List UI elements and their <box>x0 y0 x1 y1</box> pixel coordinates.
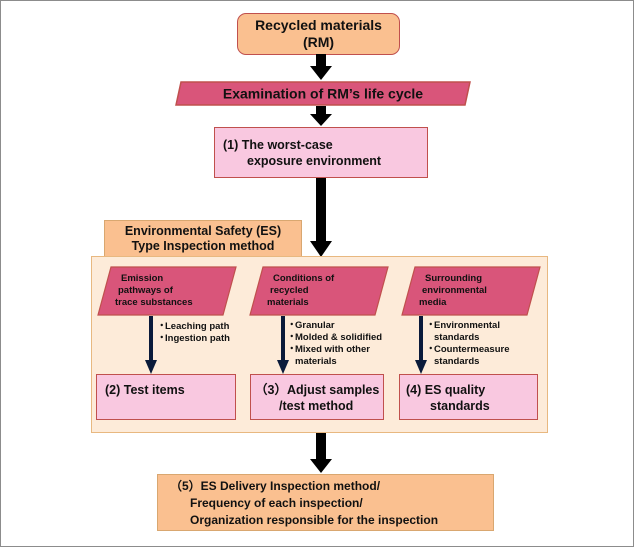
conditions-header-line2: recycled <box>270 285 309 296</box>
delivery-line3: Organization responsible for the inspect… <box>190 513 439 527</box>
adjust-samples-line1: （3）Adjust samples <box>255 383 380 397</box>
es-quality-standards-box: (4) ES quality standards <box>399 374 538 420</box>
bullet-environmental: ・Environmental <box>426 320 500 331</box>
adjust-samples-box: （3）Adjust samples /test method <box>250 374 384 420</box>
es-quality-line2: standards <box>430 399 490 413</box>
worst-case-line1: (1) The worst-case <box>223 138 333 152</box>
emission-header-line2: pathways of <box>118 285 174 296</box>
life-cycle-banner: Examination of RM’s life cycle <box>175 81 471 106</box>
bullets-column3: ・Environmental standards ・Countermeasure… <box>426 320 510 368</box>
conditions-header-line1: Conditions of <box>273 273 335 284</box>
test-items-label: (2) Test items <box>105 383 185 397</box>
bullet-countermeasure: ・Countermeasure <box>426 344 510 355</box>
adjust-samples-line2: /test method <box>279 399 354 413</box>
surrounding-header-line1: Surrounding <box>425 273 482 284</box>
delivery-line1: （5）ES Delivery Inspection method/ <box>170 479 381 493</box>
arrow-worstcase-to-panel <box>310 178 332 257</box>
bullet-countermeasure-cont: standards <box>434 356 480 367</box>
header-conditions-of-materials: Conditions of recycled materials <box>249 266 389 316</box>
arrow-lifecycle-to-worstcase <box>310 106 332 126</box>
bullet-mixed-with-other: ・Mixed with other <box>287 344 370 355</box>
bullet-molded-solidified: ・Molded & solidified <box>287 332 383 343</box>
arrow-column1 <box>145 316 157 374</box>
arrow-rm-to-lifecycle <box>310 54 332 80</box>
bullet-environmental-cont: standards <box>434 332 480 343</box>
header-emission-pathways: Emission pathways of trace substances <box>97 266 237 316</box>
bullet-granular: ・Granular <box>287 320 335 331</box>
worst-case-line2: exposure environment <box>247 154 382 168</box>
es-quality-line1: (4) ES quality <box>406 383 486 397</box>
arrow-column2 <box>277 316 289 374</box>
header-surrounding-media: Surrounding environmental media <box>401 266 541 316</box>
es-method-line2: Type Inspection method <box>131 238 275 253</box>
life-cycle-banner-text: Examination of RM’s life cycle <box>223 86 423 102</box>
es-type-inspection-box: Environmental Safety (ES) Type Inspectio… <box>104 220 302 257</box>
bullet-leaching-path: ・Leaching path <box>157 321 230 332</box>
es-delivery-inspection-box: （5）ES Delivery Inspection method/ Freque… <box>157 474 494 531</box>
arrow-column3 <box>415 316 427 374</box>
delivery-line2: Frequency of each inspection/ <box>190 496 363 510</box>
bullets-column2: ・Granular ・Molded & solidified ・Mixed wi… <box>287 320 382 368</box>
es-method-line1: Environmental Safety (ES) <box>124 223 282 238</box>
emission-header-line3: trace substances <box>115 297 193 308</box>
surrounding-header-line2: environmental <box>422 285 487 296</box>
emission-header-line1: Emission <box>121 273 163 284</box>
arrow-panel-to-delivery <box>310 433 332 473</box>
recycled-materials-box: Recycled materials (RM) <box>237 13 400 55</box>
bullets-column1: ・Leaching path ・Ingestion path <box>157 321 230 345</box>
bullet-mixed-with-other-cont: materials <box>295 356 337 367</box>
surrounding-header-line3: media <box>419 297 447 308</box>
bullet-ingestion-path: ・Ingestion path <box>157 333 230 344</box>
conditions-header-line3: materials <box>267 297 309 308</box>
worst-case-box: (1) The worst-case exposure environment <box>214 127 428 178</box>
recycled-materials-line2: (RM) <box>302 34 335 50</box>
recycled-materials-line1: Recycled materials <box>255 17 382 33</box>
test-items-box: (2) Test items <box>96 374 236 420</box>
